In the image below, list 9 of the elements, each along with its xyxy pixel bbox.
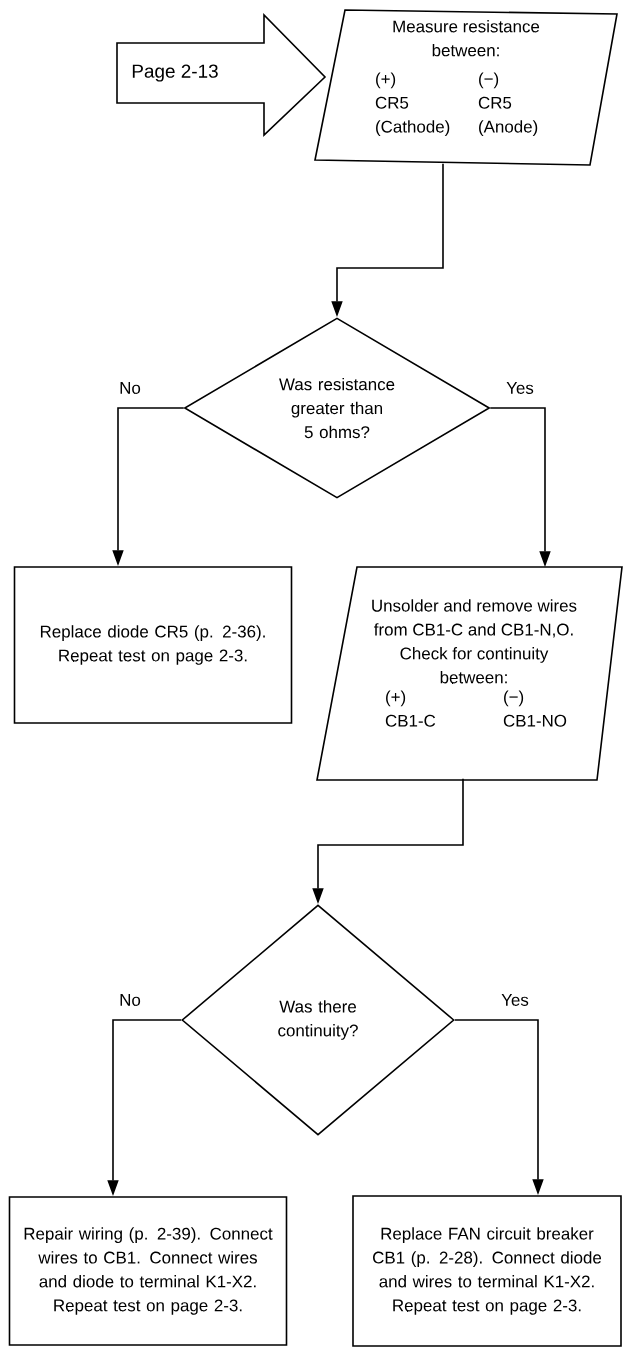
- process-box: Replace FAN circuit breaker CB1 (p. 2-28). Connect diode and wires to terminal K1-X2. Repeat test on page 2-3.: [352, 1195, 622, 1347]
- process-box: Replace diode CR5 (p. 2-36). Repeat test on page 2-3.: [13, 566, 293, 724]
- edge-label: No: [118, 381, 142, 395]
- parallelogram-box: Measure resistance between: (+) CR5 (Cathode) (−) CR5 (Anode): [314, 9, 618, 166]
- edge-label: No: [118, 993, 142, 1007]
- parallelogram-box: Unsolder and remove wires from CB1-C and CB1-N,O. Check for continuity between: (+) CB1-C (−) CB1-NO: [316, 566, 623, 781]
- edge-label: Yes: [505, 381, 535, 395]
- process-box: Repair wiring (p. 2-39). Connect wires to CB1. Connect wires and diode to terminal K1-X2. Repeat test on page 2-3.: [8, 1196, 288, 1346]
- edge-label: Yes: [500, 993, 530, 1007]
